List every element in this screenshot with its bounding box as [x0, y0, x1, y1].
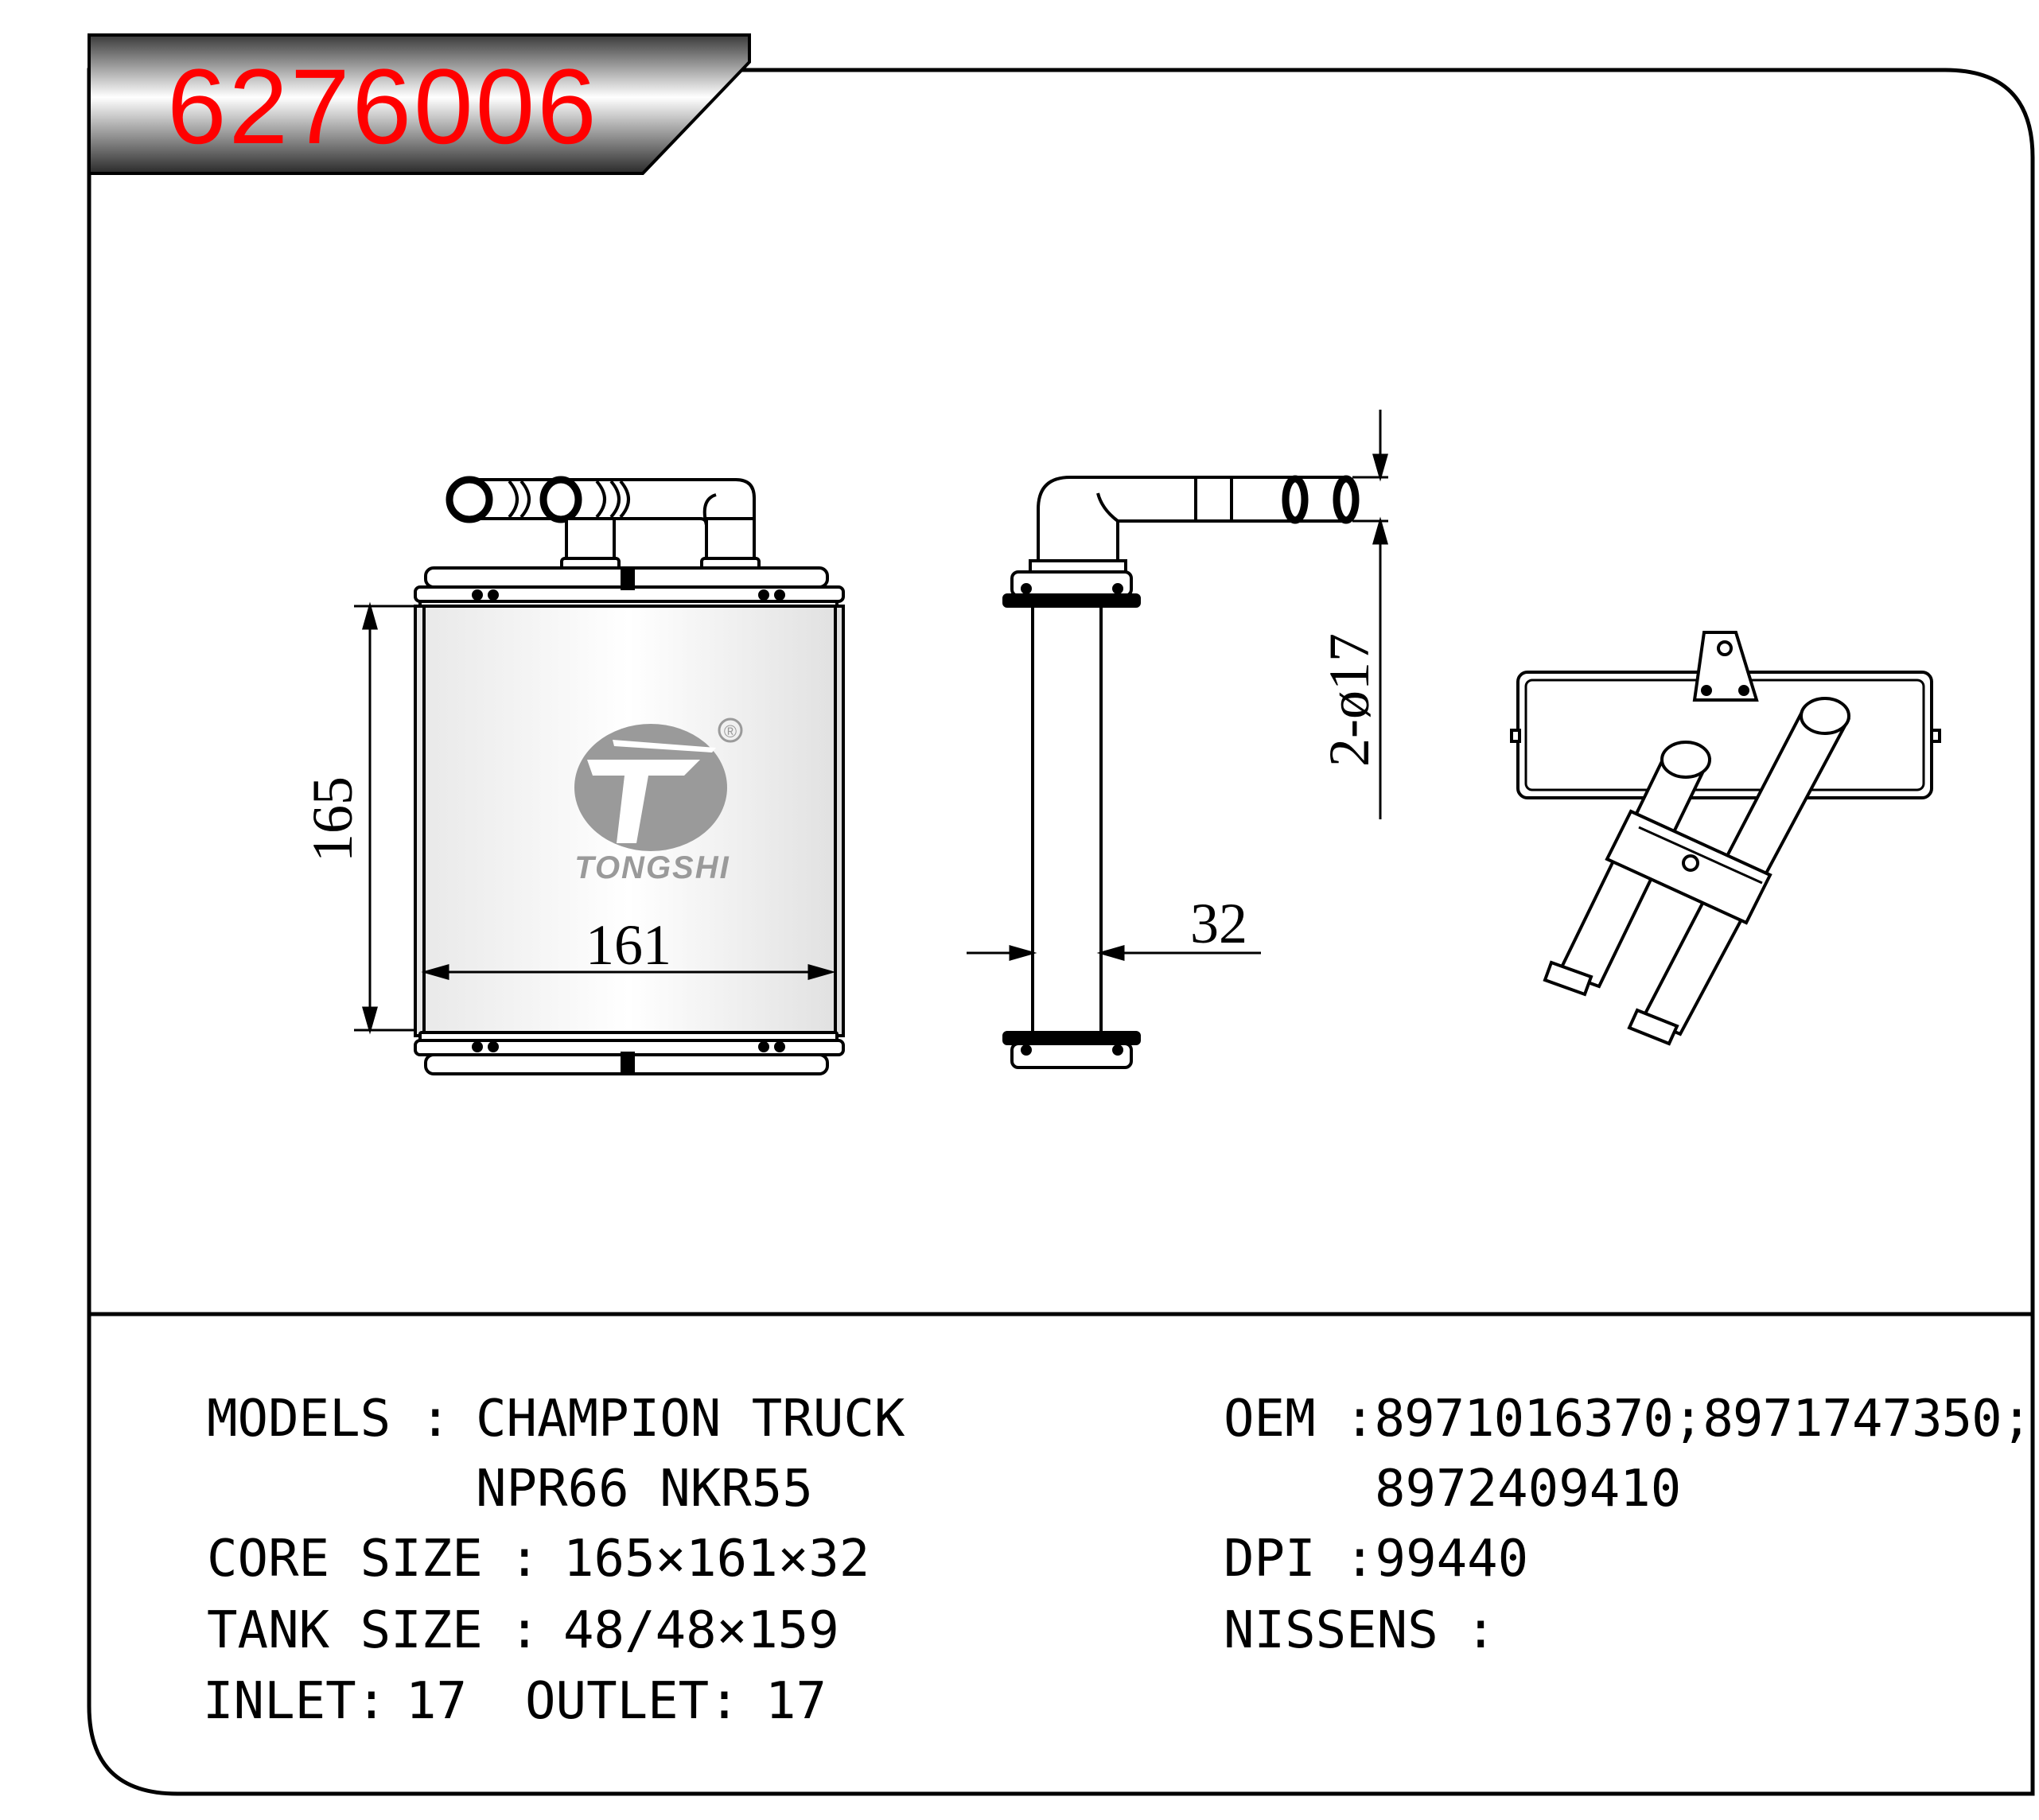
- side-pipe-ring-1: [1282, 475, 1309, 524]
- mounting-bracket-rivet: [1738, 685, 1749, 696]
- tongshi-logo-streak: [613, 740, 716, 752]
- tongshi-logo: ® TONGSHI: [574, 718, 743, 885]
- sheet-frame: [87, 68, 2035, 1796]
- tank-size-value: 48/48×159: [563, 1601, 839, 1660]
- front-pipe-bead-5: [619, 480, 630, 519]
- front-pipe-bead-1: [508, 480, 519, 519]
- side-rivet: [1021, 1044, 1032, 1056]
- side-bottom-tank: [1010, 1042, 1133, 1069]
- brand-name: TONGSHI: [574, 850, 730, 885]
- front-pipe-bead-3: [595, 480, 606, 519]
- front-rivet: [774, 589, 785, 601]
- inlet-label: INLET:: [203, 1672, 387, 1731]
- models-line-1: CHAMPION TRUCK: [476, 1390, 905, 1449]
- models-label: MODELS: [207, 1390, 391, 1449]
- side-top-collar: [1029, 559, 1127, 574]
- part-number-banner: [88, 33, 751, 175]
- registered-mark: ®: [724, 721, 737, 741]
- oem-line-1: :8971016370;8971747350;: [1344, 1390, 2032, 1449]
- oem-label: OEM: [1224, 1390, 1316, 1449]
- part-number: 6276006: [167, 48, 599, 166]
- tube-clamp-band: [1638, 826, 1763, 885]
- front-rivet: [758, 589, 769, 601]
- core-size-separator: :: [509, 1530, 540, 1589]
- side-core: [1031, 605, 1103, 1037]
- tube-clamp-bolt: [1682, 854, 1699, 872]
- tank-size-separator: :: [509, 1601, 540, 1660]
- nissens-separator: :: [1465, 1601, 1496, 1660]
- outlet-label: OUTLET:: [525, 1672, 740, 1731]
- dpi-label: DPI: [1224, 1530, 1316, 1589]
- outlet-value: 17: [765, 1672, 827, 1731]
- top-view-tube-right-end: [1627, 1008, 1679, 1046]
- mounting-bracket: [1692, 631, 1759, 702]
- side-top-flange: [1002, 593, 1141, 608]
- mounting-bracket-rivet: [1701, 685, 1712, 696]
- side-rivet: [1021, 583, 1032, 594]
- top-view-tab-right: [1930, 729, 1941, 743]
- dpi-value: :99440: [1344, 1530, 1529, 1589]
- tank-size-label: TANK SIZE: [207, 1601, 483, 1660]
- side-view: [1002, 475, 1360, 1069]
- front-rivet: [472, 589, 483, 601]
- pipe-label: 2-ø17: [1317, 633, 1381, 767]
- height-label: 165: [301, 776, 364, 862]
- side-rivet: [1112, 1044, 1123, 1056]
- side-pipe-ring-2: [1333, 475, 1360, 524]
- depth-dimension: [967, 945, 1261, 961]
- front-bottom-center-tab: [621, 1052, 635, 1072]
- pipe-dimension: [1352, 410, 1388, 819]
- side-bottom-flange: [1002, 1031, 1141, 1045]
- registered-mark-circle: [718, 718, 743, 743]
- nissens-label: NISSENS: [1224, 1601, 1438, 1660]
- front-riser-left: [565, 517, 616, 562]
- top-view-tab-left: [1510, 729, 1521, 743]
- front-top-center-tab: [621, 570, 635, 590]
- height-dimension: [354, 601, 415, 1035]
- front-rivet: [488, 1041, 499, 1052]
- front-riser-right: [705, 517, 756, 562]
- tongshi-logo-mark: [574, 724, 727, 851]
- tongshi-logo-cutout: [587, 760, 700, 843]
- side-rivet: [1112, 583, 1123, 594]
- models-separator: :: [420, 1390, 451, 1449]
- width-dimension: [421, 964, 836, 980]
- inlet-value: 17: [406, 1672, 468, 1731]
- front-pipe-bead-4: [609, 480, 621, 519]
- side-pipe-bend: [1096, 492, 1119, 523]
- top-view-tube-right-mouth: [1800, 697, 1850, 735]
- front-pipe-end-2: [539, 476, 582, 523]
- front-pipe-bead-2: [519, 480, 531, 519]
- core-size-value: 165×161×32: [563, 1530, 870, 1589]
- top-view-tube-left-end: [1543, 960, 1593, 997]
- depth-label: 32: [1190, 892, 1247, 955]
- top-view: [1510, 631, 1941, 1046]
- core-size-label: CORE SIZE: [207, 1530, 483, 1589]
- models-line-2: NPR66 NKR55: [476, 1460, 813, 1519]
- front-pipe-end-1: [446, 476, 493, 523]
- width-label: 161: [586, 913, 671, 977]
- top-view-tube-left-mouth: [1660, 741, 1711, 779]
- mounting-bracket-hole: [1717, 640, 1733, 656]
- front-rivet: [472, 1041, 483, 1052]
- oem-line-2: 8972409410: [1375, 1460, 1682, 1519]
- front-rivet: [488, 589, 499, 601]
- front-rivet: [774, 1041, 785, 1052]
- front-rivet: [758, 1041, 769, 1052]
